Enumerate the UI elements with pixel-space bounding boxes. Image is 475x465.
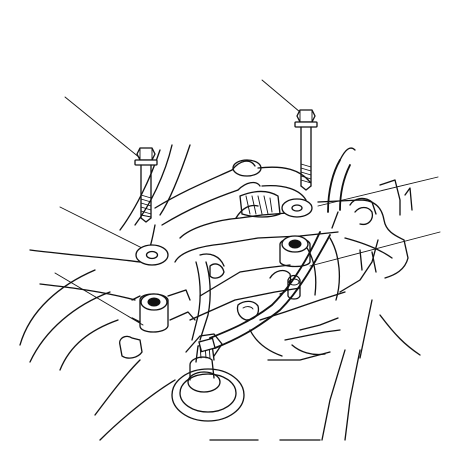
vehicle-frame-lines [19,144,421,441]
sensor-connector [171,333,245,422]
left-washer [135,244,169,266]
right-mount-boss [279,235,311,300]
right-washer [281,198,313,218]
leader-left-mount [54,272,144,326]
leader-left-washer [59,206,147,251]
wire-harness [191,147,409,349]
leader-right-bolt [261,79,301,113]
left-bolt [134,147,158,223]
left-mount-boss [119,289,196,359]
right-bolt [294,109,318,191]
hose [29,159,311,301]
leader-left-bolt [64,96,141,159]
